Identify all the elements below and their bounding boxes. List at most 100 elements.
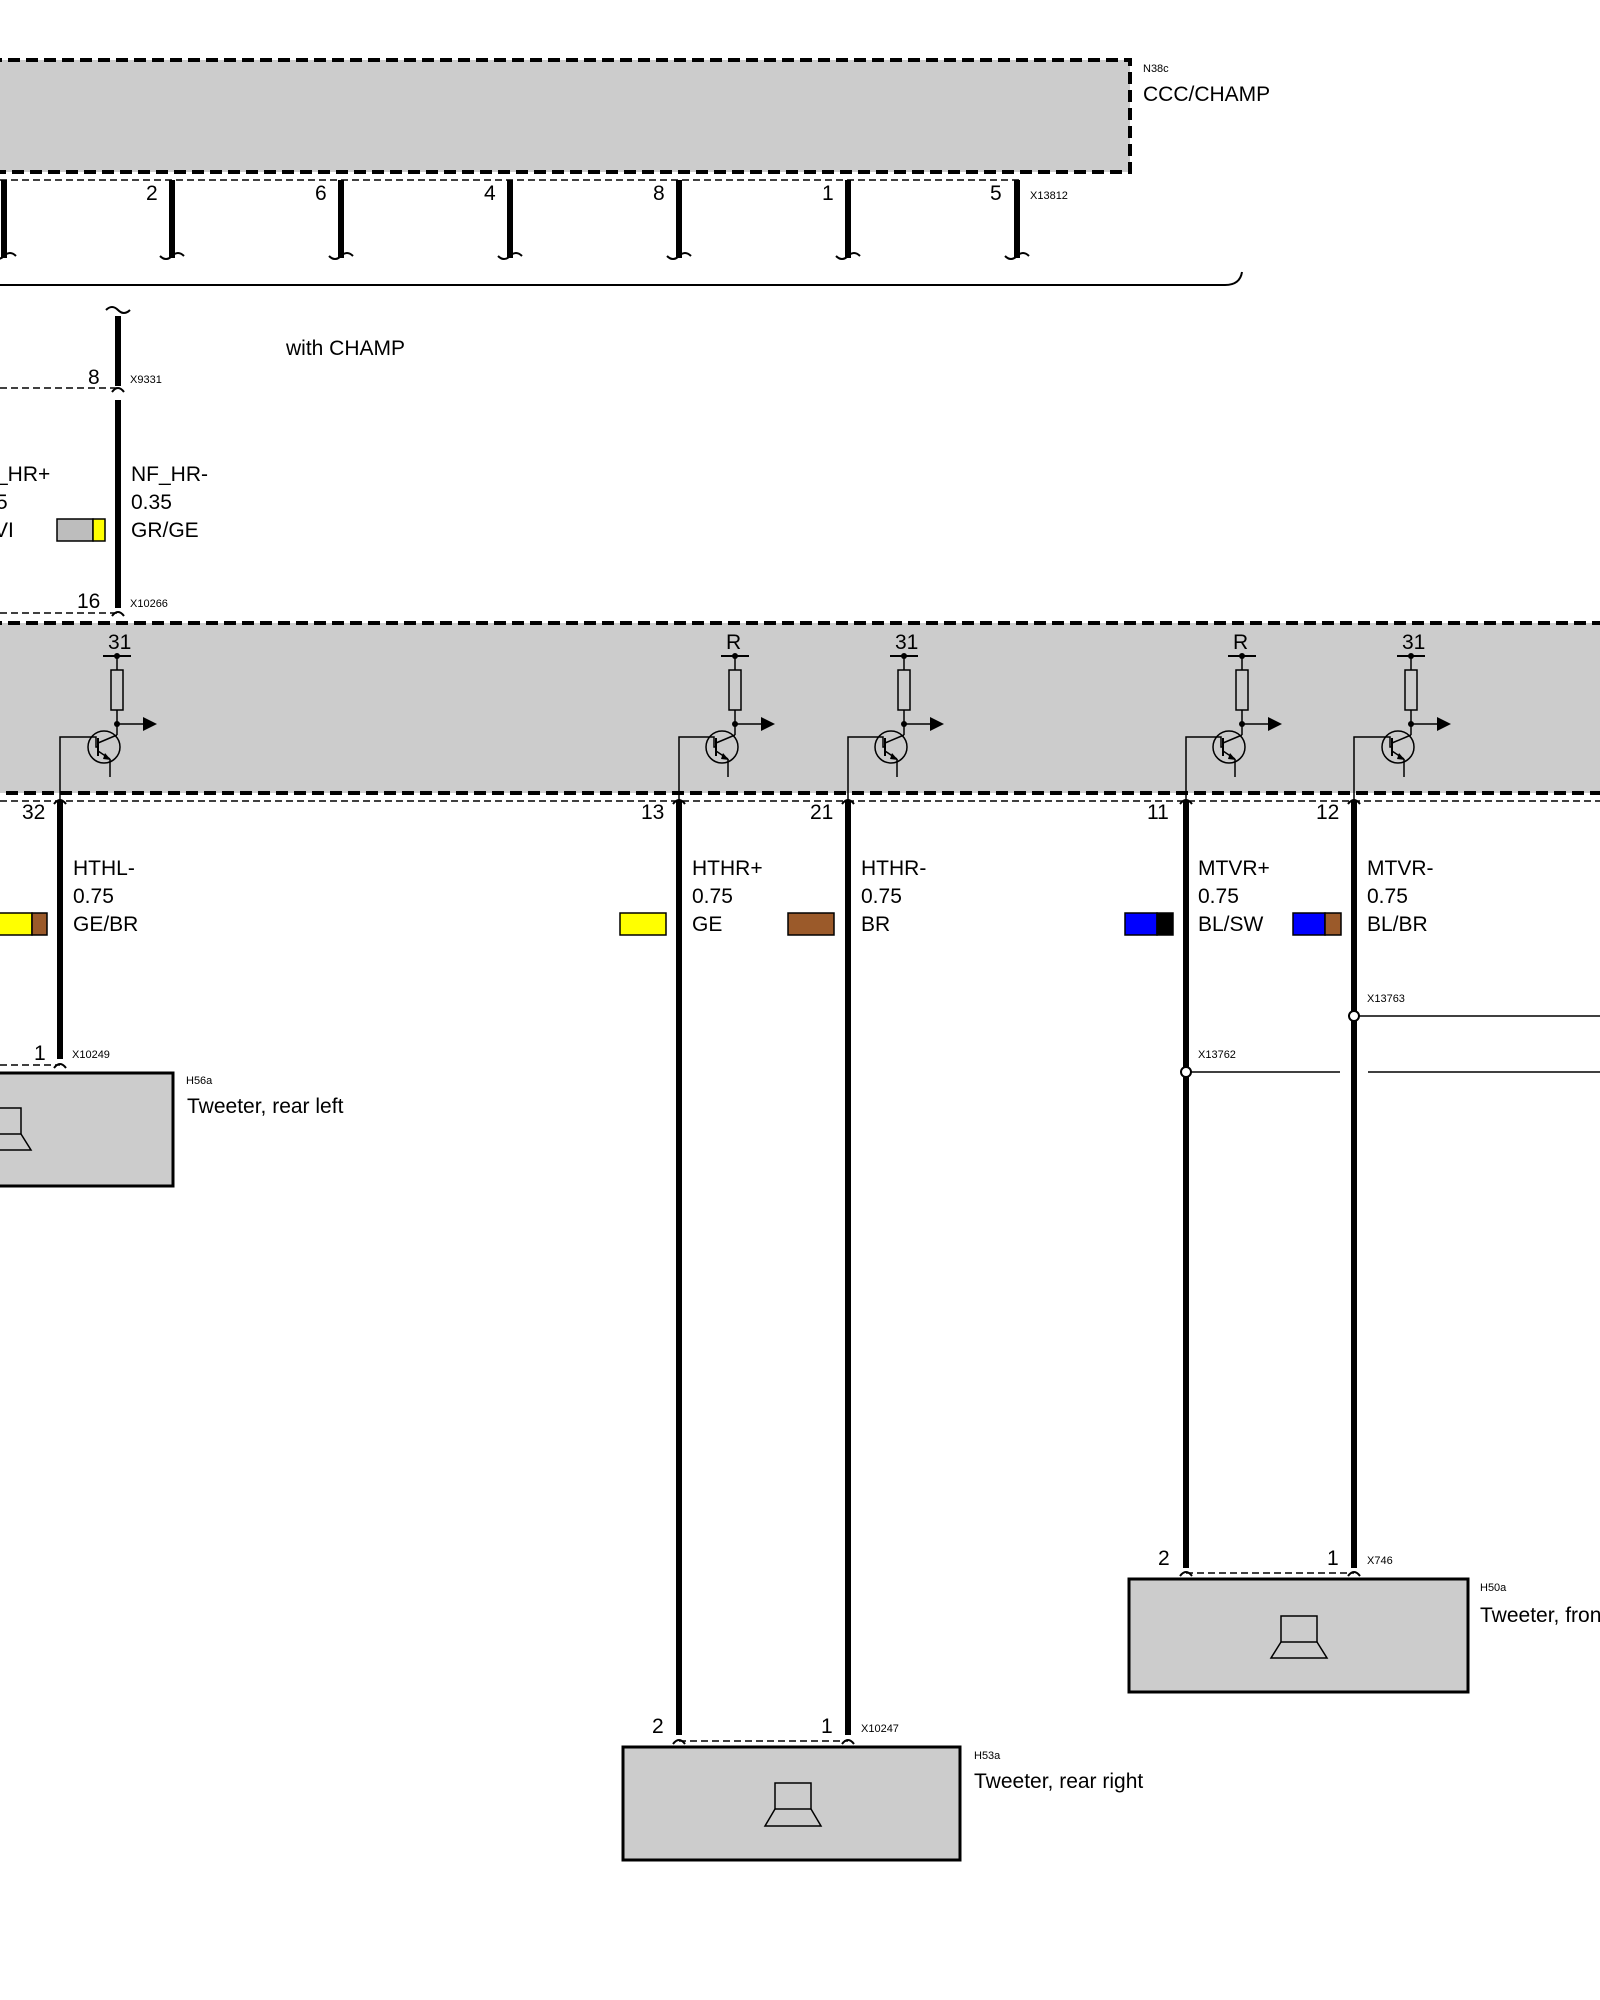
nf-wire-section: with CHAMP 8 X9331 _HR+ 5 VI NF_HR- 0.35…: [0, 306, 405, 617]
ccc-pin-label: 6: [315, 182, 327, 205]
tweeter-front: 2 1 X746 H50a Tweeter, fron: [1127, 1547, 1600, 1694]
wire-color-swatch: [1292, 912, 1342, 936]
component-name: Tweeter, fron: [1480, 1604, 1600, 1627]
x10247-contact: [841, 1739, 855, 1745]
nf-left-size: 5: [0, 491, 8, 514]
nf-color-code: GR/GE: [131, 519, 199, 542]
supply-label: 31: [895, 631, 918, 654]
splice-id: X13762: [1198, 1049, 1236, 1061]
transistor-symbol: [874, 730, 908, 764]
nf-signal: NF_HR-: [131, 463, 208, 486]
ccc-pin-label: 1: [822, 182, 834, 205]
supply-label: 31: [108, 631, 131, 654]
speaker-icon: [1269, 1615, 1329, 1659]
x10266-connector-id: X10266: [130, 598, 168, 610]
wire-size: 0.75: [1367, 885, 1408, 908]
wire-mtvr-minus: 12 MTVR- 0.75 BL/BR: [1292, 801, 1434, 1568]
nf-left-color: VI: [0, 519, 14, 542]
wire-color-swatch: [619, 912, 667, 936]
ccc-pin-label: 4: [484, 182, 496, 205]
wire-color-code: BL/SW: [1198, 913, 1264, 936]
driver-stage: 31: [1347, 631, 1451, 805]
wire-color-code: BL/BR: [1367, 913, 1428, 936]
amp-pin-label: 13: [641, 801, 664, 824]
wire-hthr-plus: 13 HTHR+ 0.75 GE: [619, 801, 763, 1735]
x746-contact: [1179, 1571, 1193, 1577]
nf-color-swatch: [56, 518, 106, 542]
component-ref: H56a: [186, 1075, 213, 1087]
splice-x13762: X13762: [1180, 1049, 1600, 1078]
harness-note: with CHAMP: [285, 337, 405, 360]
wire-hthl: 32 HTHL- 0.75 GE/BR: [0, 801, 138, 1059]
wire-color-code: GE: [692, 913, 722, 936]
x10266-pin: 16: [77, 590, 100, 613]
resistor-symbol: [897, 669, 911, 711]
wire-color-swatch: [787, 912, 835, 936]
ccc-connector-id: X13812: [1030, 190, 1068, 202]
component-ref: H53a: [974, 1750, 1001, 1762]
ccc-pin-stub: [0, 180, 17, 260]
amplifier-module: [0, 621, 1600, 802]
x10249-contact: [53, 1063, 67, 1069]
component-pin: 2: [1158, 1547, 1170, 1570]
amp-pin-label: 21: [810, 801, 833, 824]
component-pin: 1: [34, 1042, 46, 1065]
component-body: [1127, 1577, 1470, 1694]
ccc-module: N38c CCC/CHAMP X13812 2 6 4 8: [0, 58, 1270, 286]
resistor-symbol: [110, 669, 124, 711]
nf-size: 0.35: [131, 491, 172, 514]
ccc-pin-2: 2: [146, 180, 185, 260]
ccc-pin-label: 2: [146, 182, 158, 205]
wire-signal: HTHR-: [861, 857, 926, 880]
transistor-symbol: [1381, 730, 1415, 764]
ccc-pin-4: 4: [484, 180, 523, 260]
supply-label: R: [726, 631, 741, 654]
wire-signal: HTHR+: [692, 857, 763, 880]
x10247-contact: [672, 1739, 686, 1745]
amp-pin-label: 32: [22, 801, 45, 824]
wire-mtvr-plus: 11 MTVR+ 0.75 BL/SW: [1124, 801, 1270, 1568]
wire-color-code: BR: [861, 913, 890, 936]
component-name: Tweeter, rear left: [187, 1095, 344, 1118]
x9331-contact: [111, 387, 125, 393]
transistor-symbol: [1212, 730, 1246, 764]
component-connector-id: X10249: [72, 1049, 110, 1061]
wire-signal: MTVR+: [1198, 857, 1270, 880]
x9331-connector-id: X9331: [130, 374, 162, 386]
ccc-pin-label: 5: [990, 182, 1002, 205]
wire-signal: HTHL-: [73, 857, 135, 880]
wire-size: 0.75: [1198, 885, 1239, 908]
resistor-symbol: [728, 669, 742, 711]
wire-break-mark: [105, 306, 131, 314]
wire-signal: MTVR-: [1367, 857, 1434, 880]
supply-label: R: [1233, 631, 1248, 654]
ccc-pin-8: 8: [653, 180, 692, 260]
resistor-symbol: [1404, 669, 1418, 711]
transistor-symbol: [87, 730, 121, 764]
component-body: [621, 1745, 962, 1862]
wire-size: 0.75: [73, 885, 114, 908]
wire-color-swatch: [0, 912, 48, 936]
driver-stage: R: [672, 631, 775, 805]
component-connector-id: X746: [1367, 1555, 1393, 1567]
amp-pin-label: 12: [1316, 801, 1339, 824]
ccc-module-ref: N38c: [1143, 63, 1169, 75]
component-connector-id: X10247: [861, 1723, 899, 1735]
driver-stage: 31: [53, 631, 157, 805]
component-body: [0, 1071, 175, 1188]
x746-contact: [1347, 1571, 1361, 1577]
speaker-icon: [0, 1107, 33, 1151]
component-name: Tweeter, rear right: [974, 1770, 1143, 1793]
amplifier-body: [0, 621, 1600, 795]
ccc-pin-6: 6: [315, 180, 354, 260]
supply-label: 31: [1402, 631, 1425, 654]
wire-color-code: GE/BR: [73, 913, 138, 936]
component-pin: 1: [1327, 1547, 1339, 1570]
ccc-pin-5: 5: [990, 180, 1030, 260]
ccc-pin-1: 1: [822, 180, 861, 260]
wire-hthr-minus: 21 HTHR- 0.75 BR: [787, 801, 926, 1735]
speaker-icon: [763, 1782, 823, 1827]
wire-size: 0.75: [692, 885, 733, 908]
wire-size: 0.75: [861, 885, 902, 908]
